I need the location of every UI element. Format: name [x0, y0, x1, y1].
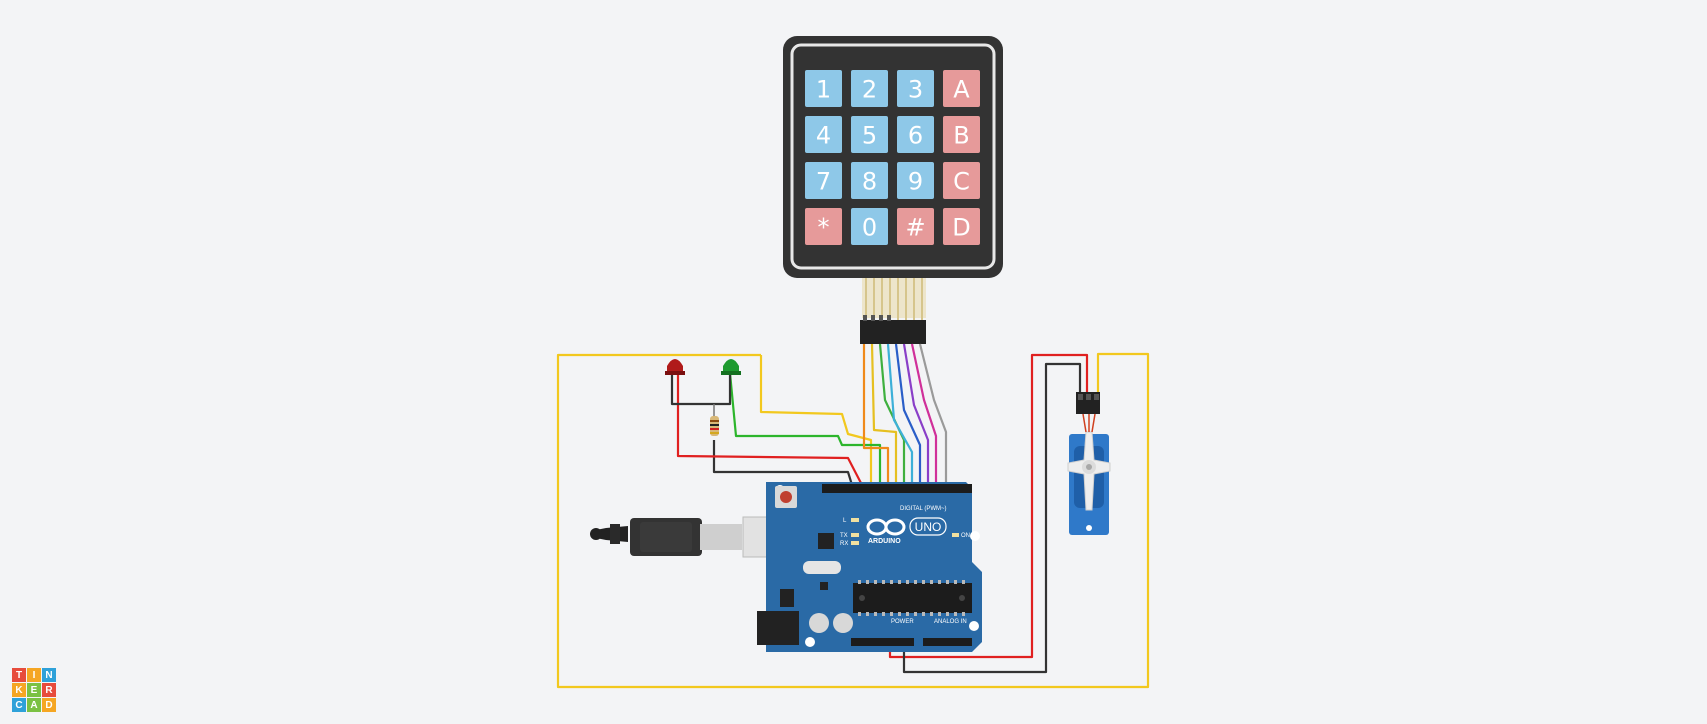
logo-letter: K	[12, 683, 26, 697]
keypad-key-0[interactable]	[851, 208, 888, 245]
wire-keypad-purple[interactable]	[902, 343, 930, 485]
capacitor	[833, 613, 853, 633]
keypad-key-label: 7	[816, 168, 831, 196]
keypad-key-star[interactable]	[805, 208, 842, 245]
wire-green-led[interactable]	[728, 372, 882, 485]
keypad-key-label: 9	[908, 168, 923, 196]
logo-letter: E	[27, 683, 41, 697]
keypad-key-9[interactable]	[897, 162, 934, 199]
led-red[interactable]	[665, 359, 685, 375]
keypad-key-d[interactable]	[943, 208, 980, 245]
regulator	[780, 589, 794, 607]
keypad-key-label: 1	[816, 76, 831, 104]
keypad-key-label: 0	[862, 214, 877, 242]
keypad-key-label: 4	[816, 122, 831, 150]
wire-black-servo[interactable]	[902, 362, 1082, 674]
keypad-key-label: A	[953, 76, 970, 104]
keypad-key-4[interactable]	[805, 116, 842, 153]
digital-header[interactable]	[822, 484, 972, 493]
wire-keypad-cyan[interactable]	[886, 343, 914, 485]
logo-letter: A	[27, 698, 41, 712]
keypad-key-label: 2	[862, 76, 877, 104]
keypad-key-7[interactable]	[805, 162, 842, 199]
keypad-key-label: 6	[908, 122, 923, 150]
keypad-key-3[interactable]	[897, 70, 934, 107]
keypad-key-1[interactable]	[805, 70, 842, 107]
uno-badge	[909, 517, 947, 536]
resistor[interactable]	[710, 404, 719, 436]
uno-label: UNO	[915, 520, 942, 534]
board-led-rx	[851, 541, 859, 545]
logo-letter: D	[42, 698, 56, 712]
keypad-key-label: B	[953, 122, 969, 150]
usb-chip	[818, 533, 834, 549]
logo-letter: N	[42, 668, 56, 682]
wire-yellow-loop[interactable]	[556, 352, 1150, 689]
board-led-rx-label: RX	[840, 541, 848, 547]
power-label: POWER	[891, 619, 914, 625]
board-led-tx-label: TX	[840, 533, 848, 539]
analog-header[interactable]	[923, 638, 972, 646]
on-label: ON	[961, 533, 970, 539]
wire-keypad-blue[interactable]	[894, 343, 922, 485]
board-led-l	[851, 518, 859, 522]
wire-keypad-yellow[interactable]	[870, 343, 898, 485]
arduino-infinity-logo	[866, 518, 906, 536]
keypad-key-6[interactable]	[897, 116, 934, 153]
wire-keypad-orange[interactable]	[862, 344, 890, 485]
wire-yellow-led[interactable]	[759, 355, 873, 485]
arduino-brand: ARDUINO	[868, 538, 901, 545]
keypad-border	[790, 43, 996, 270]
keypad-key-hash[interactable]	[897, 208, 934, 245]
led-green[interactable]	[721, 359, 741, 375]
atmega-chip	[853, 583, 972, 613]
logo-letter: R	[42, 683, 56, 697]
keypad-key-a[interactable]	[943, 70, 980, 107]
wire-led-red-leg	[670, 373, 732, 406]
keypad-key-label: 8	[862, 168, 877, 196]
keypad-keys: 1 2 3 A 4 5 6 B 7 8 9 C * 0 # D	[805, 70, 980, 245]
wire-keypad-green[interactable]	[878, 343, 906, 485]
power-header[interactable]	[851, 638, 914, 646]
arduino-uno-board[interactable]: L TX RX ON ARDUINO UNO DIGITAL (PWM~) PO…	[757, 482, 982, 652]
keypad-connector-pins	[863, 315, 891, 321]
mounting-hole	[805, 637, 815, 647]
wire-keypad-gray[interactable]	[918, 343, 948, 485]
keypad-4x4[interactable]: 1 2 3 A 4 5 6 B 7 8 9 C * 0 # D	[783, 36, 1003, 344]
keypad-key-label: #	[905, 214, 925, 242]
micro-servo[interactable]	[1067, 392, 1111, 535]
power-jack	[757, 611, 799, 645]
analog-label: ANALOG IN	[934, 619, 967, 625]
keypad-key-label: *	[818, 214, 830, 242]
keypad-key-8[interactable]	[851, 162, 888, 199]
capacitor	[809, 613, 829, 633]
keypad-key-5[interactable]	[851, 116, 888, 153]
keypad-connector[interactable]	[860, 320, 926, 344]
keypad-key-label: C	[953, 168, 970, 196]
keypad-key-c[interactable]	[943, 162, 980, 199]
wire-black-resistor[interactable]	[712, 440, 854, 486]
logo-letter: I	[27, 668, 41, 682]
digital-label: DIGITAL (PWM~)	[900, 506, 947, 512]
wire-red-led[interactable]	[676, 373, 863, 486]
wire-red-servo[interactable]	[888, 353, 1089, 659]
keypad-key-label: D	[952, 214, 970, 242]
crystal	[803, 561, 841, 574]
keypad-ribbon-cable	[862, 278, 926, 320]
keypad-key-2[interactable]	[851, 70, 888, 107]
logo-letter: C	[12, 698, 26, 712]
keypad-key-label: 3	[908, 76, 923, 104]
keypad-key-b[interactable]	[943, 116, 980, 153]
keypad-key-label: 5	[862, 122, 877, 150]
board-led-on	[952, 533, 959, 537]
wire-keypad-magenta[interactable]	[910, 343, 938, 485]
board-led-tx	[851, 533, 859, 537]
mounting-hole	[969, 621, 979, 631]
logo-letter: T	[12, 668, 26, 682]
board-led-l-label: L	[843, 518, 847, 524]
mounting-hole	[970, 531, 980, 541]
